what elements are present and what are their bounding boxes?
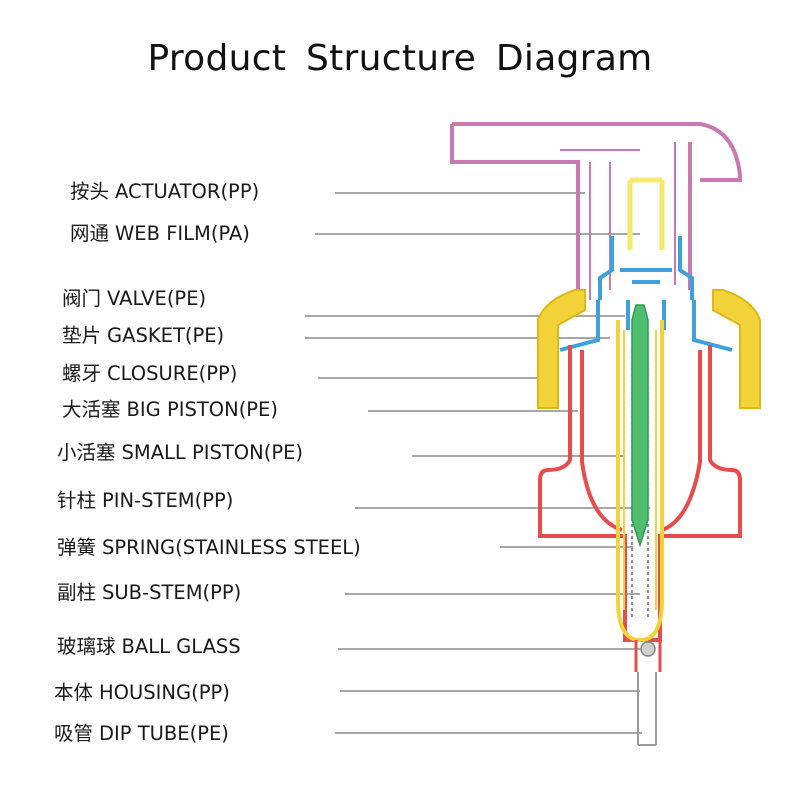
label-en: GASKET(PE) <box>107 324 225 347</box>
label-zh: 副柱 <box>57 581 97 604</box>
web-film-part <box>627 177 665 250</box>
ball-glass <box>640 641 656 657</box>
label-en: ACTUATOR(PP) <box>115 180 260 203</box>
label-zh: 螺牙 <box>62 362 102 385</box>
label-zh: 大活塞 <box>62 398 121 421</box>
housing-tube-part <box>634 640 662 672</box>
label-en: WEB FILM(PA) <box>115 222 250 245</box>
label-zh: 垫片 <box>62 324 102 347</box>
valve-part <box>559 236 733 352</box>
leader-lines <box>305 192 650 734</box>
label-zh: 弹簧 <box>57 536 97 559</box>
page-title: Product Structure Diagram <box>147 38 653 79</box>
label-en: SUB-STEM(PP) <box>102 581 242 604</box>
label-zh: 网通 <box>70 222 110 245</box>
actuator-part <box>450 122 742 300</box>
ball-glass-part <box>640 641 656 657</box>
label-en: CLOSURE(PP) <box>107 362 238 385</box>
pin-stem-part <box>631 304 649 548</box>
label-zh: 小活塞 <box>57 441 116 464</box>
label-en: HOUSING(PP) <box>99 681 230 704</box>
label-en: BALL GLASS <box>121 635 241 658</box>
sub-stem-part <box>616 320 664 643</box>
label-zh: 针柱 <box>57 489 97 512</box>
label-zh: 本体 <box>54 681 94 704</box>
label-zh: 玻璃球 <box>57 635 116 658</box>
label-en: VALVE(PE) <box>107 287 207 310</box>
label-en: PIN-STEM(PP) <box>102 489 234 512</box>
closure-part <box>537 289 761 409</box>
dip-tube-part <box>637 672 657 746</box>
label-en: SMALL PISTON(PE) <box>121 441 304 464</box>
label-zh: 按头 <box>70 180 110 203</box>
label-en: DIP TUBE(PE) <box>99 722 229 745</box>
label-en: BIG PISTON(PE) <box>126 398 278 421</box>
label-zh: 吸管 <box>54 722 94 745</box>
label-en: SPRING(STAINLESS STEEL) <box>102 536 361 559</box>
label-zh: 阀门 <box>62 287 102 310</box>
